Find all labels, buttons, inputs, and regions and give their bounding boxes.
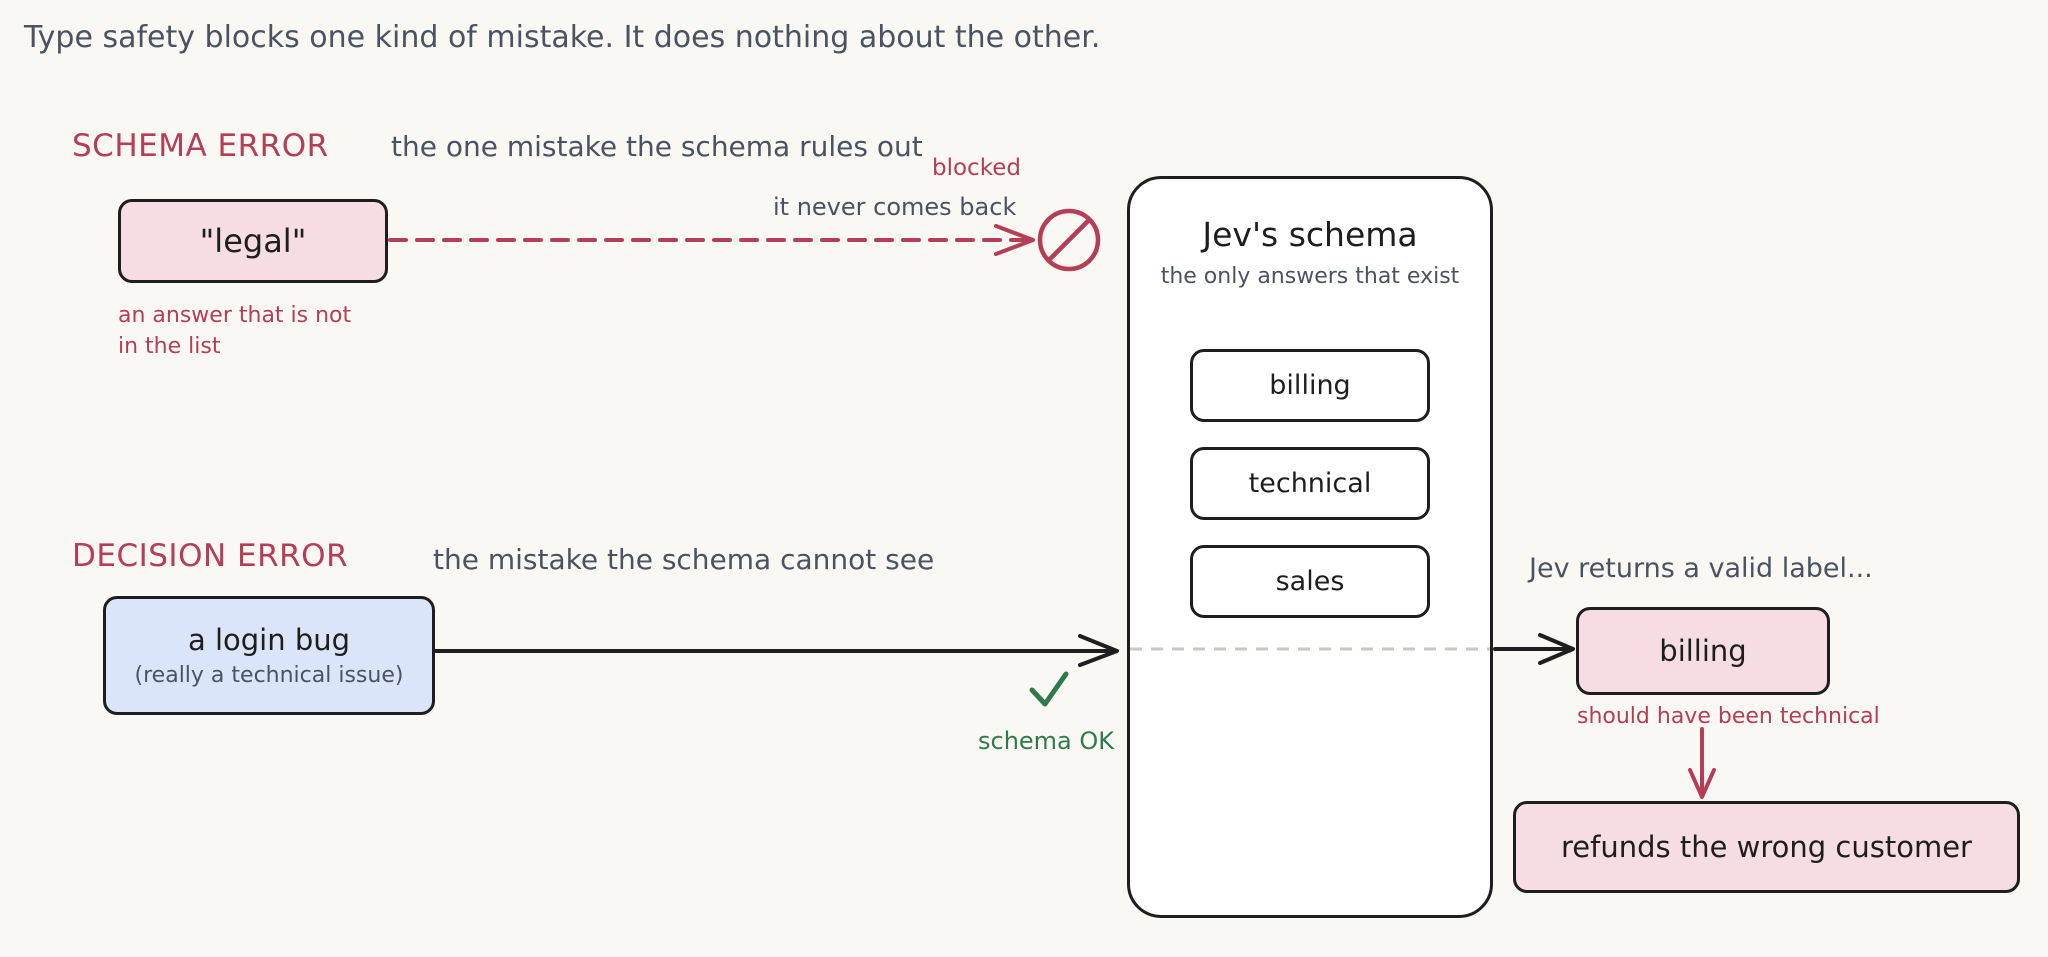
legal-note-line2: in the list [118, 334, 221, 359]
blocked-arrow [388, 224, 1035, 256]
blocked-label: blocked [932, 155, 1021, 181]
schema-option-billing: billing [1190, 349, 1430, 422]
legal-input-box: "legal" [118, 199, 388, 283]
blocked-icon [1037, 208, 1101, 272]
decision-error-note: the mistake the schema cannot see [433, 543, 935, 576]
never-comes-back-label: it never comes back [773, 193, 1017, 221]
login-bug-subtitle: (really a technical issue) [134, 663, 404, 688]
billing-output-box: billing [1576, 607, 1830, 695]
consequence-text: refunds the wrong customer [1561, 830, 1972, 864]
schema-option-technical: technical [1190, 447, 1430, 520]
schema-ok-label: schema OK [978, 727, 1115, 755]
schema-option-billing-label: billing [1269, 370, 1351, 401]
login-bug-arrow [434, 634, 1119, 667]
should-have-been-technical-note: should have been technical [1577, 704, 1880, 729]
returns-valid-label-note: Jev returns a valid label... [1529, 553, 1873, 584]
login-bug-title: a login bug [187, 623, 351, 657]
schema-error-label: SCHEMA ERROR [72, 128, 329, 164]
legal-note-line1: an answer that is not [118, 303, 352, 328]
billing-output-text: billing [1659, 634, 1747, 668]
consequence-box: refunds the wrong customer [1513, 801, 2020, 893]
consequence-arrow [1688, 727, 1716, 799]
schema-error-note: the one mistake the schema rules out [391, 130, 923, 163]
check-icon [1029, 671, 1069, 707]
legal-input-text: "legal" [199, 222, 307, 260]
schema-subtitle: the only answers that exist [1160, 264, 1460, 289]
schema-option-technical-label: technical [1248, 468, 1372, 499]
schema-option-sales: sales [1190, 545, 1430, 618]
login-bug-box: a login bug (really a technical issue) [103, 596, 435, 715]
schema-option-sales-label: sales [1275, 566, 1345, 597]
decision-error-label: DECISION ERROR [72, 538, 349, 574]
schema-title: Jev's schema [1202, 215, 1418, 254]
diagram-title: Type safety blocks one kind of mistake. … [24, 20, 1101, 55]
output-arrow [1493, 633, 1575, 665]
